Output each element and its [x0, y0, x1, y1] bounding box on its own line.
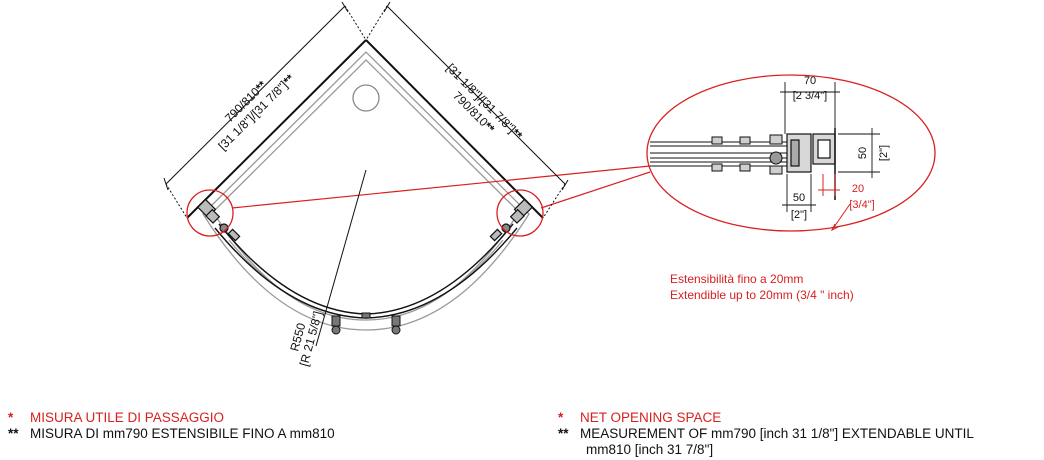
- detail-side-inch: [2"]: [878, 145, 890, 161]
- legend-en-line3: mm810 [inch 31 7/8"]: [586, 442, 714, 457]
- wall-right: [365, 39, 544, 219]
- dimension-left-label: 790/810** [31 1/8"]/[31 7/8"]**: [215, 71, 297, 153]
- detail-marker-right: [496, 189, 544, 237]
- door-handles: [331, 312, 401, 335]
- single-asterisk-icon: *: [558, 410, 564, 425]
- double-asterisk-icon: **: [8, 426, 19, 441]
- wall-left: [186, 39, 367, 219]
- double-asterisk-icon: **: [558, 426, 569, 441]
- legend-english: * NET OPENING SPACE ** MEASUREMENT OF mm79…: [558, 410, 974, 458]
- single-asterisk-icon: *: [8, 410, 14, 425]
- detail-wall-profile: [786, 133, 836, 173]
- shower-plan-view: [186, 39, 651, 347]
- drain-icon: [352, 84, 380, 112]
- dimension-lines: [163, 1, 569, 219]
- detail-bottom-inch: [2"]: [791, 209, 807, 221]
- legend-en-line1: NET OPENING SPACE: [580, 410, 722, 425]
- detail-marker-left: [186, 189, 234, 237]
- detail-glass: [650, 141, 792, 167]
- detail-rollers: [711, 134, 783, 175]
- extension-note-it: Estensibilità fino a 20mm: [670, 272, 803, 286]
- legend-it-line2: MISURA DI mm790 ESTENSIBILE FINO A mm810: [30, 426, 335, 441]
- curved-door-glass: [214, 223, 518, 319]
- detail-ext-mm: 20: [852, 183, 864, 195]
- detail-ext-inch: [3/4"]: [849, 199, 874, 211]
- legend-en-line2: MEASUREMENT OF mm790 [inch 31 1/8"] EXTE…: [580, 426, 974, 441]
- dimension-right-label: [31 1/8"]/[31 7/8"]** 790/810**: [444, 61, 526, 143]
- legend-italian: * MISURA UTILE DI PASSAGGIO ** MISURA DI m…: [8, 410, 335, 442]
- radius-line: [315, 169, 367, 347]
- profile-detail-view: 70 [2 3/4"] 50 [2"] 50 [2"]: [646, 74, 936, 232]
- detail-bottom-mm: 50: [793, 192, 805, 204]
- detail-top-inch: [2 3/4"]: [793, 90, 827, 102]
- detail-top-mm: 70: [804, 75, 816, 87]
- legend-it-line1: MISURA UTILE DI PASSAGGIO: [30, 410, 225, 425]
- detail-side-mm: 50: [857, 147, 869, 159]
- detail-ellipse: [646, 74, 936, 232]
- extension-note-en: Extendible up to 20mm (3/4 " inch): [670, 288, 854, 302]
